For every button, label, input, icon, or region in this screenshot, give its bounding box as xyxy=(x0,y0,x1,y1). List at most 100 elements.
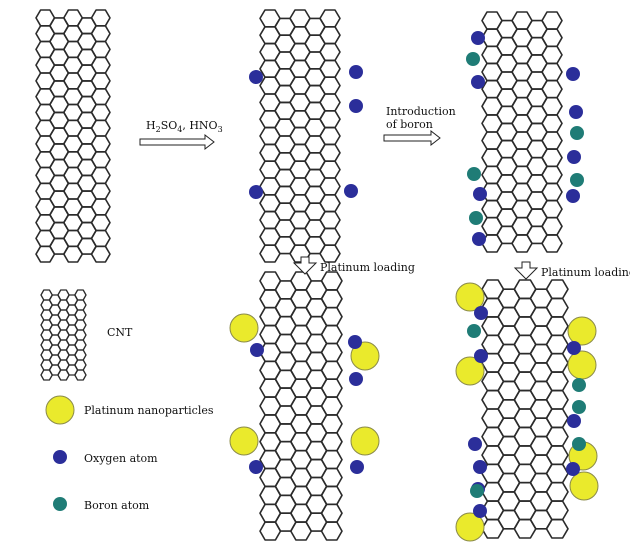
platinum-nanoparticle xyxy=(567,316,597,346)
legend-oxygen-marker xyxy=(53,450,67,464)
hexagon-cell xyxy=(90,24,111,43)
hexagon-cell xyxy=(90,198,111,216)
legend-oxygen-label: Oxygen atom xyxy=(84,452,158,465)
hexagon-cell xyxy=(90,88,111,106)
hexagon-cell xyxy=(320,503,343,523)
hexagon-cell xyxy=(319,42,341,62)
hexagon-cell xyxy=(319,9,341,28)
hexagon-cell xyxy=(545,426,569,447)
hexagon-cell xyxy=(541,165,563,185)
oxygen-atom xyxy=(569,105,583,119)
oxygen-atom xyxy=(348,335,362,349)
hexagon-cell xyxy=(320,449,343,470)
boron-atom xyxy=(572,400,586,414)
oxygen-atom xyxy=(344,184,358,198)
platinum-loading-arrow-middle xyxy=(292,256,318,275)
oxygen-atom xyxy=(471,75,485,89)
oxygen-atom xyxy=(471,31,485,45)
hexagon-cell xyxy=(545,389,569,410)
hexagon-cell xyxy=(90,151,111,169)
atoms xyxy=(229,31,599,542)
hexagon-cell xyxy=(541,62,563,82)
pristine-cnt xyxy=(35,9,111,263)
oxygen-atom xyxy=(249,185,263,199)
platinum-nanoparticle xyxy=(455,356,485,386)
hexagon-cell xyxy=(319,76,341,95)
hexagon-cell xyxy=(74,289,87,301)
hexagon-cell xyxy=(74,319,87,331)
boron-atom xyxy=(467,324,481,338)
legend-boron-label: Boron atom xyxy=(84,499,150,512)
oxygen-atom xyxy=(249,70,263,84)
hexagon-cell xyxy=(90,214,111,232)
hexagon-cell xyxy=(320,431,343,452)
platinum-loading-label-right: Platinum loading xyxy=(541,266,630,279)
hexagon-cell xyxy=(90,166,111,185)
acid-arrow xyxy=(139,133,215,151)
oxygen-atom xyxy=(474,306,488,320)
legend-cnt-label: CNT xyxy=(107,326,133,339)
platinum-nanoparticle xyxy=(455,282,485,312)
oxygen-atom xyxy=(349,65,363,79)
hexagon-cell xyxy=(541,234,563,253)
platinum-nanoparticle xyxy=(229,426,259,456)
legend-boron-marker xyxy=(53,497,67,511)
hexagon-cell xyxy=(90,182,111,200)
hexagon-cell xyxy=(541,45,563,65)
hexagon-cell xyxy=(319,25,341,45)
hexagon-cell xyxy=(545,408,569,429)
legend-platinum-label: Platinum nanoparticles xyxy=(84,404,214,417)
hexagon-cell xyxy=(319,110,341,129)
oxygen-atom xyxy=(472,232,486,246)
hexagon-cell xyxy=(90,103,111,122)
hexagon-cell xyxy=(74,329,87,341)
hexagon-cell xyxy=(545,297,569,318)
hexagon-cell xyxy=(320,360,343,381)
oxygen-atom xyxy=(567,150,581,164)
boron-arrow xyxy=(383,129,441,147)
hexagon-cell xyxy=(320,378,343,398)
hexagon-cell xyxy=(74,309,87,321)
hexagon-cell xyxy=(545,371,569,392)
oxygen-atom xyxy=(349,372,363,386)
boron-atom xyxy=(570,173,584,187)
hexagon-cell xyxy=(319,210,341,230)
oxygen-atom xyxy=(567,341,581,355)
oxygen-atom xyxy=(473,504,487,518)
hexagon-cell xyxy=(545,500,569,521)
hexagon-cell xyxy=(90,245,111,263)
hexagon-cell xyxy=(545,352,569,373)
hexagon-cell xyxy=(320,289,343,309)
hexagon-cell xyxy=(541,182,563,202)
hexagon-cell xyxy=(320,485,343,506)
hexagon-cell xyxy=(541,11,563,30)
boron-atom xyxy=(470,484,484,498)
hexagon-cell xyxy=(545,463,569,484)
hexagon-cell xyxy=(545,279,569,300)
hexagon-cell xyxy=(541,131,563,150)
oxidized-cnt xyxy=(259,9,341,263)
oxygen-atom xyxy=(249,460,263,474)
boron-atom xyxy=(467,167,481,181)
oxygen-atom xyxy=(350,460,364,474)
hexagon-cell xyxy=(319,59,341,78)
hexagon-cell xyxy=(319,244,341,263)
hexagon-cell xyxy=(319,143,341,162)
oxygen-atom xyxy=(566,189,580,203)
hexagon-cell xyxy=(541,199,563,219)
hexagon-cell xyxy=(90,119,111,137)
hexagon-cell xyxy=(90,9,111,27)
platinum-nanoparticle xyxy=(350,426,380,456)
boron-atom xyxy=(466,52,480,66)
hexagon-cell xyxy=(320,414,343,434)
oxygen-atom xyxy=(250,343,264,357)
hexagon-cell xyxy=(545,481,569,502)
oxygen-atom xyxy=(567,414,581,428)
legend-markers xyxy=(45,395,75,511)
oxygen-atom xyxy=(566,67,580,81)
hexagon-cell xyxy=(320,271,343,291)
pt-on-oxidized-cnt xyxy=(259,271,343,541)
hexagon-cell xyxy=(90,40,111,59)
hexagon-cell xyxy=(74,349,87,361)
